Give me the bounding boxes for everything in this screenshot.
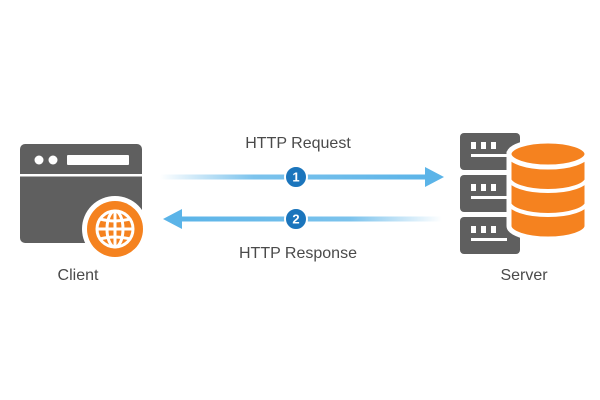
response-arrow-line — [180, 216, 442, 222]
request-arrow: HTTP Request 1 — [160, 135, 444, 189]
request-arrow-head — [425, 167, 444, 187]
client-node: Client — [20, 144, 148, 284]
server-label: Server — [500, 267, 548, 284]
database-icon — [506, 138, 590, 242]
step-2-badge — [284, 207, 308, 231]
response-arrow-head — [163, 209, 182, 229]
globe-icon — [82, 196, 148, 262]
request-label: HTTP Request — [245, 135, 351, 152]
response-label: HTTP Response — [239, 245, 357, 262]
step-1-number: 1 — [292, 170, 299, 185]
step-1-badge — [284, 165, 308, 189]
client-label: Client — [58, 267, 99, 284]
server-rack-icon — [460, 133, 520, 254]
step-2-number: 2 — [292, 212, 299, 227]
server-node: Server — [460, 133, 590, 284]
response-arrow: 2 HTTP Response — [163, 207, 442, 262]
